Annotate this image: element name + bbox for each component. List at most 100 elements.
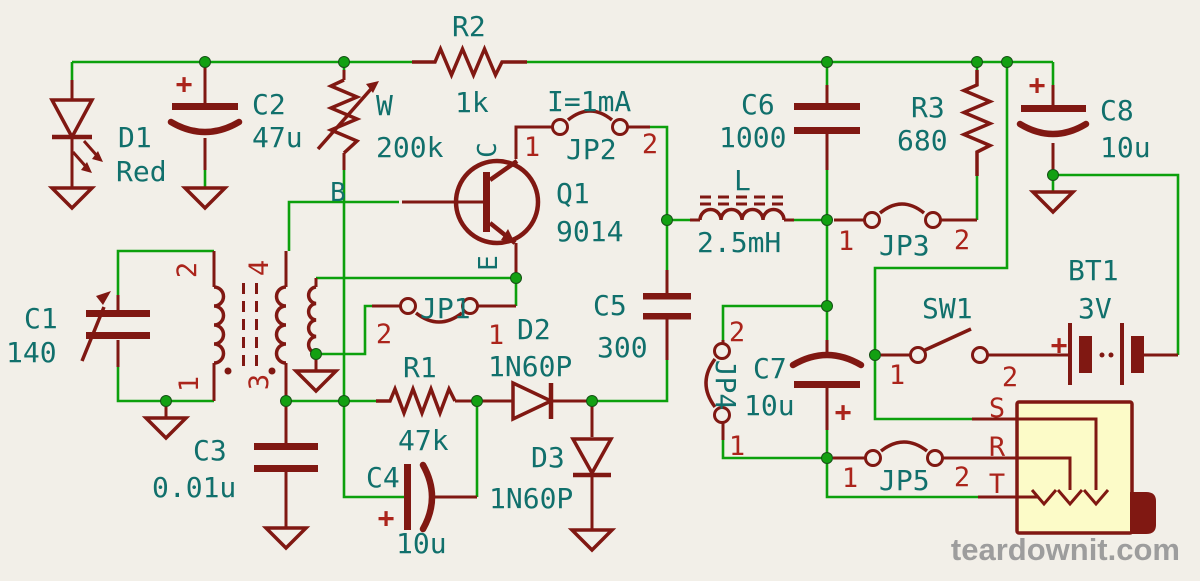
label-r1-value: 47k <box>398 424 449 457</box>
resistor-r3 <box>959 70 995 176</box>
label-q1-pin-c: C <box>473 142 503 158</box>
label-c8-ref: C8 <box>1100 94 1134 127</box>
label-r2-ref: R2 <box>452 10 486 43</box>
label-c1-ref: C1 <box>24 302 58 335</box>
label-bt1-plus: + <box>1051 328 1068 361</box>
label-jp5-pin2: 2 <box>954 462 970 493</box>
label-t1-pin4: 4 <box>244 260 275 276</box>
label-c6-value: 1000 <box>719 121 786 154</box>
label-jp4-ref: JP4 <box>709 360 742 411</box>
label-r3-value: 680 <box>897 124 948 157</box>
capacitor-c7 <box>789 340 865 430</box>
label-c3-ref: C3 <box>193 434 227 467</box>
battery-bt1 <box>1068 323 1178 385</box>
label-c4-value: 10u <box>396 527 447 560</box>
inductor-l <box>690 195 794 222</box>
secondary-winding <box>274 285 287 365</box>
jumper-jp1 <box>372 297 516 324</box>
label-r2-value: 1k <box>455 86 489 119</box>
label-jp5-pin1: 1 <box>842 463 858 494</box>
label-jp2-pin1: 1 <box>524 132 540 163</box>
label-bt1-ref: BT1 <box>1068 254 1119 287</box>
capacitor-c3 <box>254 401 318 528</box>
resistor-r2 <box>412 44 527 80</box>
label-c7-plus: + <box>835 395 852 428</box>
capacitor-c2 <box>167 62 243 170</box>
label-c5-value: 300 <box>597 331 648 364</box>
label-d2-value: 1N60P <box>488 350 572 383</box>
label-bt1-value: 3V <box>1078 292 1112 325</box>
label-jp5-ref: JP5 <box>879 464 930 497</box>
label-c2-plus: + <box>176 67 193 100</box>
label-c8-plus: + <box>1029 68 1046 101</box>
potentiometer-w <box>316 70 379 170</box>
label-c6-ref: C6 <box>741 88 775 121</box>
label-r3-ref: R3 <box>911 91 945 124</box>
label-d1-value: Red <box>116 155 167 188</box>
label-t1-pin1: 1 <box>174 376 205 392</box>
jumper-jp3 <box>834 202 977 229</box>
capacitor-c6 <box>794 85 860 170</box>
label-jp2-ref: JP2 <box>566 133 617 166</box>
label-l-value: 2.5mH <box>697 226 781 259</box>
label-c2-ref: C2 <box>252 88 286 121</box>
label-jp3-pin2: 2 <box>954 225 970 256</box>
label-c3-value: 0.01u <box>152 471 236 504</box>
label-c4-ref: C4 <box>366 461 400 494</box>
label-q1-pin-e: E <box>474 255 504 271</box>
label-jp4-pin1: 1 <box>729 431 745 462</box>
tickler-winding <box>306 285 317 355</box>
resistor-r1 <box>376 384 513 418</box>
label-q1-value: 9014 <box>556 215 623 248</box>
label-w-value: 200k <box>376 131 444 164</box>
label-j1-pin-t: T <box>989 469 1005 500</box>
jumper-jp2 <box>514 109 650 159</box>
transformer-core <box>242 283 258 373</box>
label-c5-ref: C5 <box>593 289 627 322</box>
label-l-ref: L <box>734 164 751 197</box>
label-sw1-ref: SW1 <box>922 292 973 325</box>
audio-jack-j1 <box>972 400 1156 535</box>
primary-winding <box>213 285 226 365</box>
ground-symbols <box>47 137 1078 553</box>
label-j1-pin-s: S <box>989 393 1005 424</box>
capacitor-c5 <box>643 270 691 360</box>
jumper-jp4 <box>704 340 731 440</box>
label-c2-value: 47u <box>252 121 303 154</box>
jack-body <box>1015 400 1134 535</box>
label-jp1-pin2: 2 <box>376 319 392 350</box>
label-d3-value: 1N60P <box>489 482 573 515</box>
transformer-t1 <box>212 251 318 401</box>
label-w-ref: W <box>376 89 393 122</box>
label-sw1-pin1: 1 <box>889 360 905 391</box>
label-c7-value: 10u <box>744 389 795 422</box>
label-t1-pin2: 2 <box>172 262 203 278</box>
wires <box>70 60 1180 499</box>
label-q1-pin-b: B <box>330 178 346 208</box>
label-j1-pin-r: R <box>989 432 1006 463</box>
junction-dots <box>160 56 1059 464</box>
label-c7-ref: C7 <box>753 352 787 385</box>
capacitor-c4 <box>404 461 477 533</box>
label-r1-ref: R1 <box>403 351 437 384</box>
label-jp4-pin2: 2 <box>729 317 745 348</box>
label-q1-ref: Q1 <box>556 177 590 210</box>
phase-dot <box>224 367 232 375</box>
label-c1-value: 140 <box>6 336 57 369</box>
jumper-jp5 <box>833 440 1017 467</box>
label-jp3-pin1: 1 <box>838 226 854 257</box>
label-jp3-ref: JP3 <box>879 229 930 262</box>
diode-triangle <box>49 98 95 141</box>
transistor-q1 <box>402 158 541 278</box>
labels: D1 Red + C2 47u W 200k R2 1k I=1mA 1 JP2… <box>6 10 1180 567</box>
label-jp1-pin1: 1 <box>488 320 504 351</box>
label-t1-pin3: 3 <box>244 374 275 390</box>
label-c4-plus: + <box>378 501 395 534</box>
label-d2-ref: D2 <box>517 313 551 346</box>
label-jp1-ref: JP1 <box>420 292 471 325</box>
label-d3-ref: D3 <box>531 441 565 474</box>
watermark: teardownit.com <box>951 532 1180 567</box>
